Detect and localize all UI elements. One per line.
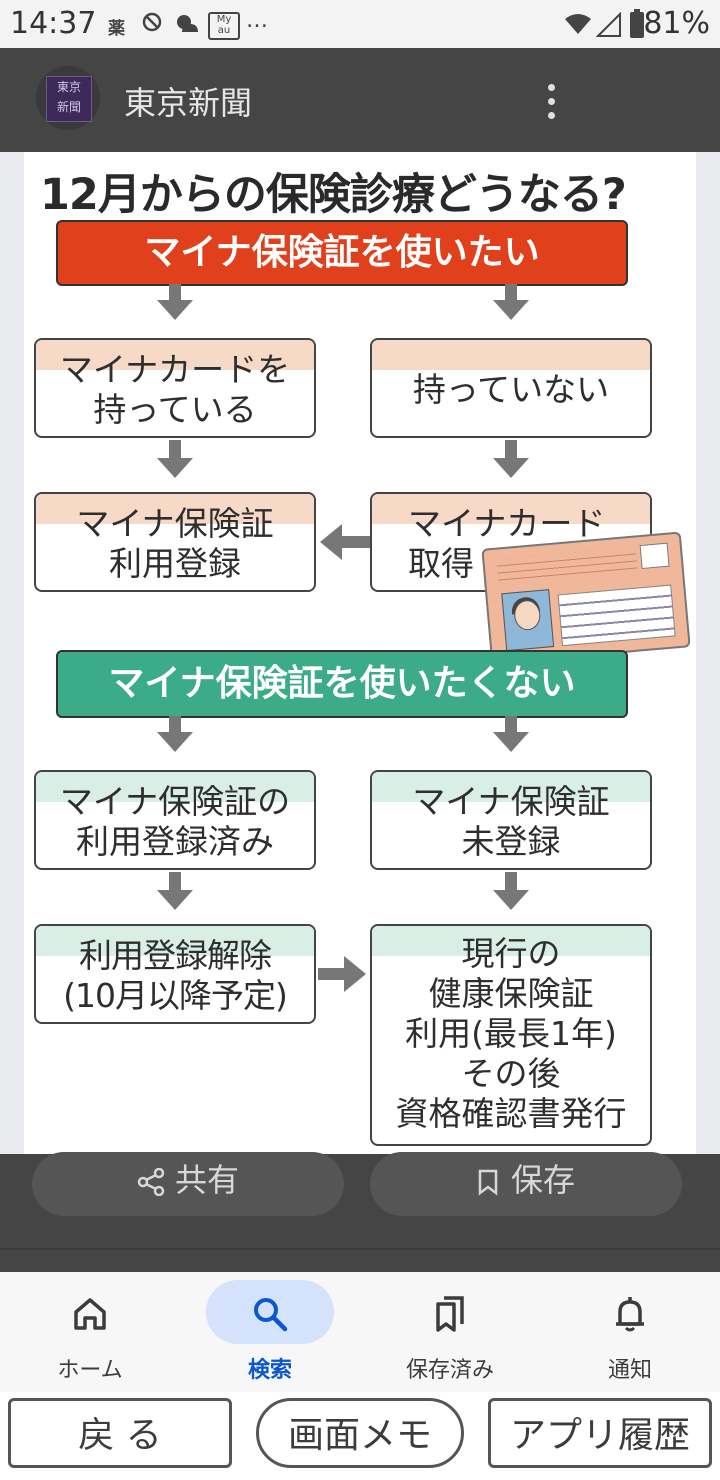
search-icon bbox=[254, 1298, 288, 1332]
block-notification-icon bbox=[142, 12, 162, 32]
box-cancel-registration: 利用登録解除 (10月以降予定) bbox=[34, 924, 316, 1024]
banner-dont-want-to-use: マイナ保険証を使いたくない bbox=[56, 650, 628, 718]
save-label: 保存 bbox=[510, 1161, 575, 1199]
arrow bbox=[505, 716, 517, 734]
battery-percent: 81% bbox=[643, 6, 710, 41]
arrow-left bbox=[320, 524, 342, 560]
publisher-name[interactable]: 東京新聞 bbox=[124, 84, 253, 122]
arrow-down bbox=[157, 458, 193, 478]
more-vert-icon[interactable] bbox=[540, 82, 564, 122]
nav-search-label: 検索 bbox=[247, 1358, 292, 1383]
app-header bbox=[0, 48, 720, 152]
nav-saved-label: 保存済み bbox=[405, 1358, 494, 1383]
nav-notifications-label: 通知 bbox=[607, 1358, 652, 1383]
share-icon bbox=[137, 1167, 165, 1197]
arrow bbox=[505, 872, 517, 892]
arrow bbox=[318, 968, 346, 980]
infographic-title: 12月からの保険診療どうなる? bbox=[40, 170, 627, 220]
arrow-down bbox=[493, 458, 529, 478]
banner-want-to-use: マイナ保険証を使いたい bbox=[56, 220, 628, 286]
bookmarks-icon bbox=[436, 1296, 464, 1332]
save-button[interactable]: 保存 bbox=[370, 1152, 682, 1216]
nav-home-label: ホーム bbox=[57, 1358, 123, 1383]
box-no-card: 持っていない bbox=[370, 338, 652, 438]
nav-notifications[interactable]: 通知 bbox=[540, 1280, 720, 1390]
status-time: 14:37 bbox=[10, 6, 97, 41]
nav-search[interactable]: 検索 bbox=[180, 1280, 360, 1390]
medicine-notification-icon: 薬 bbox=[108, 19, 125, 39]
wifi-icon bbox=[565, 14, 591, 34]
arrow bbox=[169, 872, 181, 892]
arrow bbox=[169, 716, 181, 734]
home-icon bbox=[74, 1298, 106, 1330]
arrow-down bbox=[157, 732, 193, 752]
arrow-down bbox=[157, 890, 193, 910]
box-registered: マイナ保険証の 利用登録済み bbox=[34, 770, 316, 870]
arrow-right bbox=[344, 956, 366, 992]
bookmark-icon bbox=[478, 1169, 498, 1196]
arrow bbox=[169, 284, 181, 302]
signal-icon bbox=[596, 12, 621, 37]
bell-icon bbox=[616, 1297, 644, 1332]
box-register: マイナ保険証 利用登録 bbox=[34, 492, 316, 592]
arrow-down bbox=[493, 732, 529, 752]
box-unregistered: マイナ保険証 未登録 bbox=[370, 770, 652, 870]
arrow bbox=[505, 284, 517, 302]
back-button[interactable]: 戻 る bbox=[8, 1398, 232, 1468]
arrow bbox=[505, 440, 517, 460]
nav-home[interactable]: ホーム bbox=[0, 1280, 180, 1390]
share-button[interactable]: 共有 bbox=[32, 1152, 344, 1216]
nav-saved[interactable]: 保存済み bbox=[360, 1280, 540, 1390]
app-history-button[interactable]: アプリ履歴 bbox=[488, 1398, 712, 1468]
arrow bbox=[340, 536, 370, 548]
more-notifications-icon: … bbox=[246, 8, 268, 33]
arrow-down bbox=[493, 300, 529, 320]
my-au-notification-icon: My au bbox=[208, 12, 240, 40]
screen-memo-button[interactable]: 画面メモ bbox=[256, 1398, 464, 1468]
publisher-logo[interactable]: 東京新聞 bbox=[36, 66, 100, 130]
arrow-down bbox=[493, 890, 529, 910]
my-number-card-illustration bbox=[481, 531, 691, 665]
arrow-down bbox=[157, 300, 193, 320]
box-current-insurance: 現行の 健康保険証 利用(最長1年) その後 資格確認書発行 bbox=[370, 924, 652, 1146]
status-bar: 14:37 薬 My au … 81% bbox=[0, 0, 720, 48]
battery-icon bbox=[630, 9, 644, 38]
weather-icon bbox=[177, 15, 198, 32]
arrow bbox=[169, 440, 181, 460]
bottom-nav bbox=[0, 1272, 720, 1392]
box-have-card: マイナカードを 持っている bbox=[34, 338, 316, 438]
share-label: 共有 bbox=[174, 1161, 239, 1199]
